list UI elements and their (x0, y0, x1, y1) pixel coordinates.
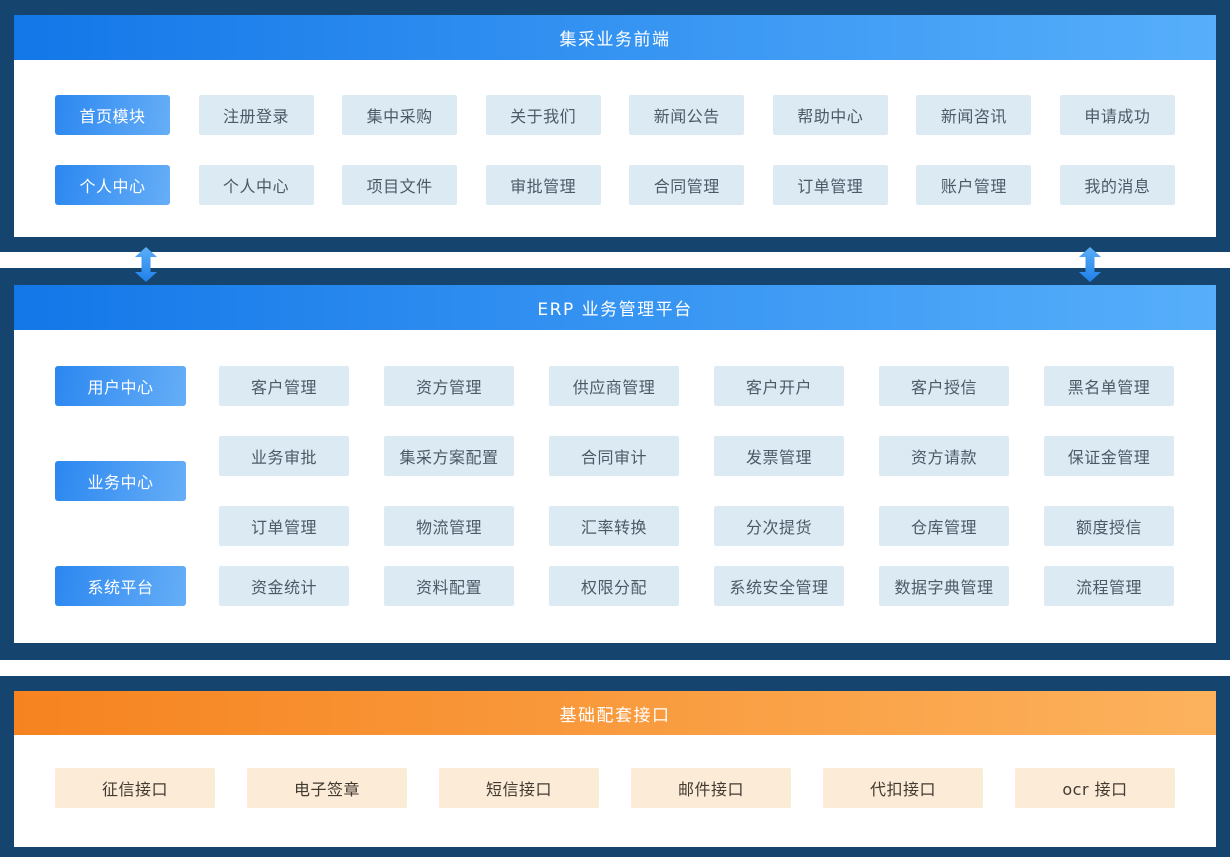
erp-module-button[interactable]: 资方管理 (384, 366, 514, 406)
frontend-module-button[interactable]: 项目文件 (342, 165, 458, 205)
erp-card: ERP 业务管理平台 用户中心 业务中心 系统平台 客户管理 资方管理 供应商管… (14, 285, 1216, 643)
frontend-module-button[interactable]: 注册登录 (198, 95, 314, 135)
erp-module-button[interactable]: 供应商管理 (549, 366, 679, 406)
erp-module-button[interactable]: 黑名单管理 (1044, 366, 1174, 406)
erp-module-button[interactable]: 系统安全管理 (714, 566, 844, 606)
erp-title: ERP 业务管理平台 (537, 300, 693, 320)
erp-category-button[interactable]: 业务中心 (55, 461, 186, 501)
erp-section: ERP 业务管理平台 用户中心 业务中心 系统平台 客户管理 资方管理 供应商管… (0, 268, 1230, 660)
erp-module-button[interactable]: 资料配置 (384, 566, 514, 606)
erp-module-button[interactable]: 仓库管理 (879, 506, 1009, 546)
frontend-module-button[interactable]: 集中采购 (342, 95, 458, 135)
erp-module-button[interactable]: 物流管理 (384, 506, 514, 546)
erp-module-button[interactable]: 订单管理 (219, 506, 349, 546)
frontend-module-button[interactable]: 新闻公告 (629, 95, 745, 135)
frontend-module-button-active[interactable]: 首页模块 (55, 95, 170, 135)
erp-grid-row-2: 业务审批 集采方案配置 合同审计 发票管理 资方请款 保证金管理 (219, 436, 1174, 476)
erp-module-button[interactable]: 资方请款 (879, 436, 1009, 476)
erp-grid-row-3: 订单管理 物流管理 汇率转换 分次提货 仓库管理 额度授信 (219, 506, 1174, 546)
erp-module-button[interactable]: 集采方案配置 (384, 436, 514, 476)
erp-category-button[interactable]: 用户中心 (55, 366, 186, 406)
erp-module-button[interactable]: 流程管理 (1044, 566, 1174, 606)
erp-module-button[interactable]: 保证金管理 (1044, 436, 1174, 476)
frontend-card: 集采业务前端 首页模块 注册登录 集中采购 关于我们 新闻公告 帮助中心 新闻咨… (14, 15, 1216, 237)
erp-module-button[interactable]: 客户管理 (219, 366, 349, 406)
frontend-module-button[interactable]: 申请成功 (1059, 95, 1175, 135)
erp-grid-row-1: 客户管理 资方管理 供应商管理 客户开户 客户授信 黑名单管理 (219, 366, 1174, 406)
frontend-module-button-active[interactable]: 个人中心 (55, 165, 170, 205)
frontend-module-button[interactable]: 订单管理 (772, 165, 888, 205)
frontend-nav-row-1: 首页模块 注册登录 集中采购 关于我们 新闻公告 帮助中心 新闻咨讯 申请成功 (55, 95, 1175, 135)
erp-module-button[interactable]: 发票管理 (714, 436, 844, 476)
erp-module-button[interactable]: 资金统计 (219, 566, 349, 606)
frontend-module-button[interactable]: 帮助中心 (772, 95, 888, 135)
interface-button[interactable]: 短信接口 (439, 768, 599, 808)
interface-button[interactable]: ocr 接口 (1015, 768, 1175, 808)
frontend-section: 集采业务前端 首页模块 注册登录 集中采购 关于我们 新闻公告 帮助中心 新闻咨… (0, 0, 1230, 252)
erp-module-button[interactable]: 分次提货 (714, 506, 844, 546)
interface-button[interactable]: 邮件接口 (631, 768, 791, 808)
erp-module-button[interactable]: 权限分配 (549, 566, 679, 606)
frontend-module-button[interactable]: 我的消息 (1059, 165, 1175, 205)
interface-button[interactable]: 电子签章 (247, 768, 407, 808)
erp-grid-row-4: 资金统计 资料配置 权限分配 系统安全管理 数据字典管理 流程管理 (219, 566, 1174, 606)
erp-module-button[interactable]: 客户开户 (714, 366, 844, 406)
erp-module-button[interactable]: 数据字典管理 (879, 566, 1009, 606)
erp-module-button[interactable]: 客户授信 (879, 366, 1009, 406)
double-vertical-arrow-icon (1079, 247, 1101, 282)
frontend-module-button[interactable]: 新闻咨讯 (916, 95, 1032, 135)
frontend-header: 集采业务前端 (14, 15, 1216, 60)
frontend-nav-row-2: 个人中心 个人中心 项目文件 审批管理 合同管理 订单管理 账户管理 我的消息 (55, 165, 1175, 205)
frontend-module-button[interactable]: 合同管理 (629, 165, 745, 205)
frontend-module-button[interactable]: 关于我们 (485, 95, 601, 135)
frontend-module-button[interactable]: 账户管理 (916, 165, 1032, 205)
frontend-title: 集采业务前端 (559, 30, 671, 50)
erp-module-button[interactable]: 额度授信 (1044, 506, 1174, 546)
interfaces-header: 基础配套接口 (14, 691, 1216, 735)
interfaces-section: 基础配套接口 征信接口 电子签章 短信接口 邮件接口 代扣接口 ocr 接口 (0, 676, 1230, 857)
erp-category-button[interactable]: 系统平台 (55, 566, 186, 606)
interfaces-title: 基础配套接口 (559, 705, 671, 726)
erp-module-button[interactable]: 业务审批 (219, 436, 349, 476)
erp-module-button[interactable]: 汇率转换 (549, 506, 679, 546)
erp-module-button[interactable]: 合同审计 (549, 436, 679, 476)
frontend-module-button[interactable]: 审批管理 (485, 165, 601, 205)
interface-button[interactable]: 代扣接口 (823, 768, 983, 808)
frontend-module-button[interactable]: 个人中心 (198, 165, 314, 205)
erp-header: ERP 业务管理平台 (14, 285, 1216, 330)
double-vertical-arrow-icon (135, 247, 157, 282)
interfaces-card: 基础配套接口 征信接口 电子签章 短信接口 邮件接口 代扣接口 ocr 接口 (14, 691, 1216, 847)
interface-button[interactable]: 征信接口 (55, 768, 215, 808)
interfaces-row: 征信接口 电子签章 短信接口 邮件接口 代扣接口 ocr 接口 (55, 768, 1175, 808)
